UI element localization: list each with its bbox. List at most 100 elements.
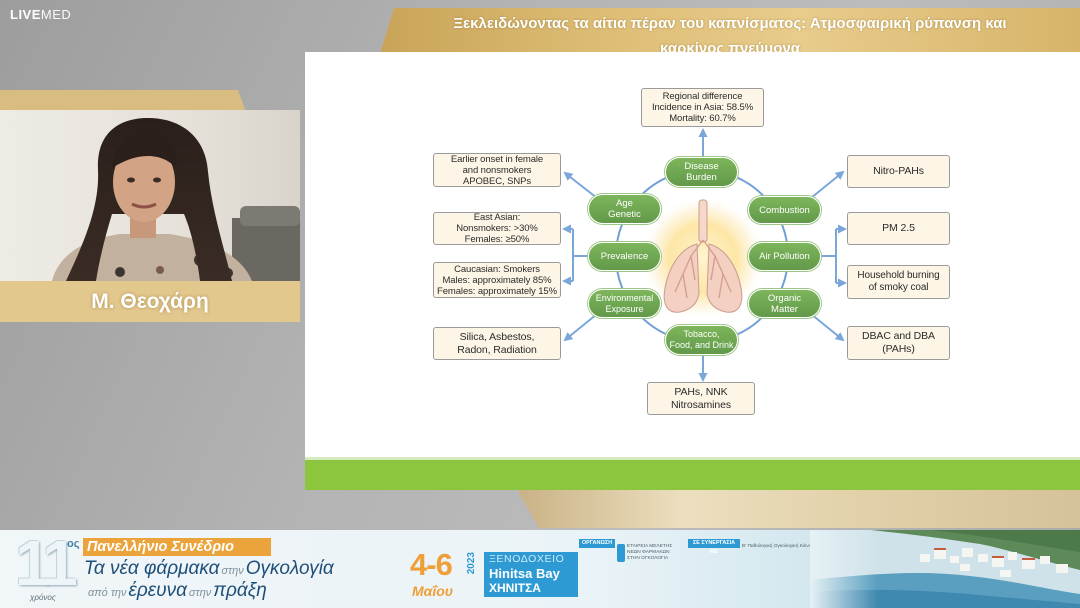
node-combustion: Combustion (748, 196, 821, 224)
box-line: Females: approximately 15% (437, 285, 557, 297)
box-line: Nonsmokers: >30% (456, 223, 538, 234)
pahs-nnk-box: PAHs, NNK Nitrosamines (647, 382, 755, 415)
tagline-word: Τα νέα φάρμακα (84, 558, 220, 579)
speaker-webcam-feed (0, 110, 300, 281)
partner-logo: Β' Παθολογική Ογκολογική Κλινική (742, 544, 815, 550)
coastal-photo (810, 530, 1080, 608)
box-line: DBAC and DBA (862, 330, 935, 342)
arrow-environmental (563, 313, 598, 342)
edition-word: χρόνος (30, 593, 56, 602)
organizer-logo-line: ΣΤΗΝ ΟΓΚΟΛΟΓΙΑ (627, 556, 669, 561)
logo-live: LIVE (10, 7, 41, 22)
box-line: (PAHs) (882, 343, 915, 355)
node-label: Prevalence (600, 251, 649, 262)
arrow-combustion (810, 170, 845, 199)
node-air-pollution: Air Pollution (748, 242, 821, 271)
node-label: Combustion (759, 204, 810, 216)
venue-place: ΧΗΝΙΤΣΑ (489, 581, 541, 595)
household-burning-box: Household burning of smoky coal (847, 265, 950, 299)
node-label: Organic (767, 292, 802, 304)
caucasian-box: Caucasian: Smokers Males: approximately … (433, 262, 561, 298)
speaker-name-label: Μ. Θεοχάρη (0, 281, 300, 322)
tagline-word: στην (188, 587, 212, 599)
node-disease-burden: Disease Burden (665, 157, 738, 187)
box-line: Nitro-PAHs (873, 165, 924, 177)
diagram-arrows (562, 128, 847, 382)
node-organic-matter: Organic Matter (748, 289, 821, 318)
venue-label: ΞΕΝΟΔΟΧΕΙΟ (489, 553, 565, 565)
organizer-logo-icon (617, 544, 625, 562)
tagline-word: πράξη (213, 580, 267, 601)
pm25-box: PM 2.5 (847, 212, 950, 245)
slide-footer-line (305, 457, 1080, 460)
box-line: Males: approximately 85% (442, 274, 552, 286)
node-label: Burden (686, 172, 717, 183)
presentation-slide: Regional difference Incidence in Asia: 5… (305, 52, 1080, 490)
congress-name: Πανελλήνιο Συνέδριο (83, 538, 271, 556)
conference-banner: 11 ος χρόνος Πανελλήνιο Συνέδριο Τα νέα … (0, 530, 1080, 608)
decorative-beige-band (515, 486, 1080, 528)
edition-number: 11 (15, 530, 78, 599)
box-line: of smoky coal (868, 282, 929, 293)
venue-name: Hinitsa Bay (489, 566, 560, 581)
node-label: Age (616, 198, 633, 209)
box-line: Females: ≥50% (464, 234, 530, 245)
speaker-video-image (0, 110, 300, 281)
tagline-word: στην (221, 565, 244, 577)
partner-label: ΣΕ ΣΥΝΕΡΓΑΣΙΑ ΜΕ (688, 539, 740, 555)
box-line: Incidence in Asia: 58.5% (651, 102, 754, 113)
tagline-word: από την (88, 587, 127, 599)
box-line: Radon, Radiation (457, 343, 537, 356)
environmental-box: Silica, Asbestos, Radon, Radiation (433, 327, 561, 360)
box-line: Nitrosamines (670, 398, 732, 411)
node-environmental-exposure: Environmental Exposure (588, 289, 661, 318)
edition-suffix: ος (67, 538, 80, 550)
title-band (380, 8, 1080, 54)
nitro-pahs-box: Nitro-PAHs (847, 155, 950, 188)
box-line: Caucasian: Smokers (454, 263, 540, 275)
box-line: Mortality: 60.7% (669, 113, 736, 124)
arrow-organic-matter (810, 313, 845, 342)
east-asian-box: East Asian: Nonsmokers: >30% Females: ≥5… (433, 212, 561, 245)
box-line: Regional difference (662, 91, 743, 102)
node-label: Environmental (595, 292, 654, 303)
node-label: Matter (771, 303, 798, 315)
node-label: Genetic (608, 209, 641, 220)
box-line: PAHs, NNK (674, 385, 728, 398)
box-line: and nonsmokers (462, 164, 532, 176)
organizer-logo: ΕΤΑΙΡΕΙΑ ΜΕΛΕΤΗΣ ΝΕΩΝ ΦΑΡΜΑΚΩΝ ΣΤΗΝ ΟΓΚΟ… (627, 544, 672, 562)
logo-med: MED (40, 7, 72, 22)
node-prevalence: Prevalence (588, 242, 661, 271)
box-line: Earlier onset in female (450, 153, 544, 165)
dbac-box: DBAC and DBA (PAHs) (847, 326, 950, 360)
box-line: PM 2.5 (882, 222, 915, 234)
venue-box: ΞΕΝΟΔΟΧΕΙΟ Hinitsa Bay ΧΗΝΙΤΣΑ (484, 552, 578, 597)
box-line: Silica, Asbestos, (459, 330, 535, 343)
slide-footer-bar (305, 460, 1080, 490)
connector-prevalence (572, 229, 588, 281)
arrow-age-genetic (563, 171, 598, 199)
event-dates: 4-6 (410, 547, 453, 582)
node-label: Disease (684, 161, 719, 172)
organizer-label: ΟΡΓΑΝΩΣΗ (579, 539, 615, 548)
partner-logo-line: Β' Παθολογική Ογκολογική Κλινική (742, 544, 815, 549)
node-label: Tobacco, (683, 329, 720, 339)
title-line-1: Ξεκλειδώνοντας τα αίτια πέραν του καπνίσ… (453, 15, 1007, 32)
livemed-logo: LIVEMED (10, 7, 71, 22)
organizer-logo-line: ΕΤΑΙΡΕΙΑ ΜΕΛΕΤΗΣ (627, 544, 673, 549)
age-genetic-box: Earlier onset in female and nonsmokers A… (433, 153, 561, 187)
regional-difference-box: Regional difference Incidence in Asia: 5… (641, 88, 764, 127)
box-line: APOBEC, SNPs (463, 175, 531, 187)
organizer-logo-line: ΝΕΩΝ ΦΑΡΜΑΚΩΝ (627, 550, 670, 555)
node-label: Air Pollution (759, 251, 810, 262)
node-age-genetic: Age Genetic (588, 194, 661, 224)
decorative-gold-strip (0, 90, 246, 112)
box-line: Household burning (857, 270, 940, 281)
tagline-word: έρευνα (128, 580, 187, 601)
node-tobacco-food-drink: Tobacco, Food, and Drink (665, 325, 738, 355)
box-line: East Asian: (473, 212, 521, 223)
event-month: Μαΐου (412, 583, 454, 599)
node-label: Food, and Drink (669, 340, 734, 350)
